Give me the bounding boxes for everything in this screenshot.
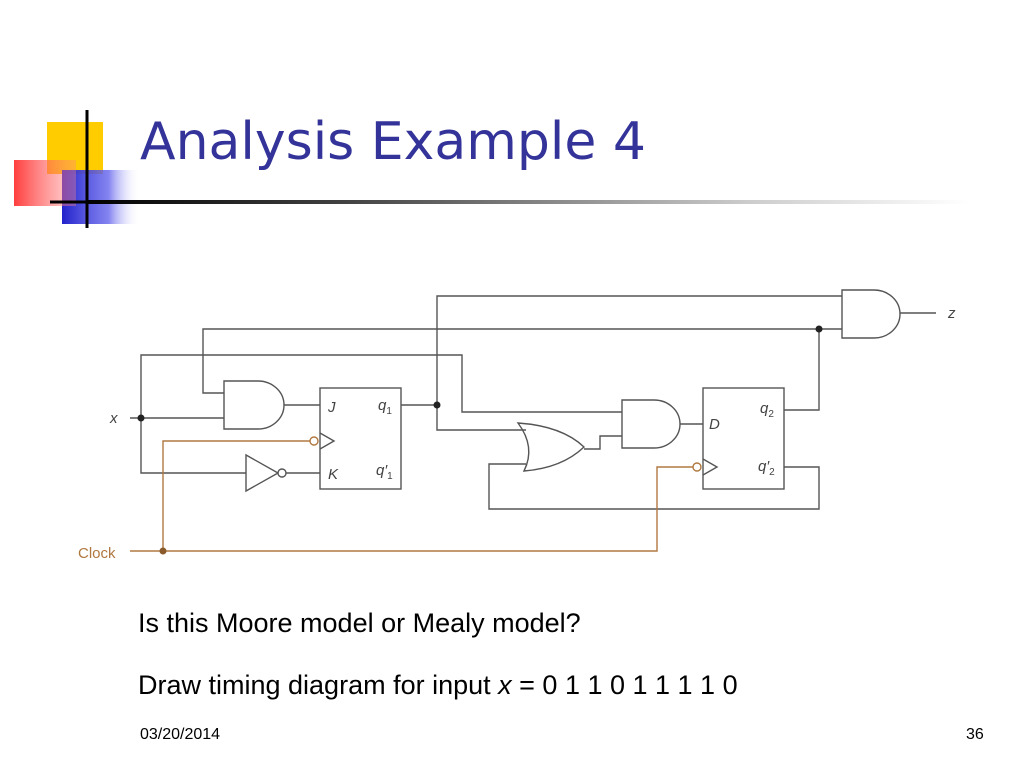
wire-q1-out [401, 404, 526, 431]
clock-triangle-ff2 [702, 458, 719, 476]
inverter-gate [245, 453, 280, 493]
wire-q1-to-and-z [436, 295, 842, 405]
slide-title: Analysis Example 4 [140, 112, 646, 172]
question-model: Is this Moore model or Mealy model? [138, 608, 581, 638]
label-j: J [327, 399, 336, 416]
label-d: D [709, 416, 720, 433]
inverter-bubble [277, 468, 287, 478]
wire-q2-feedback [784, 329, 820, 411]
clock-bubble-ff1 [309, 436, 319, 446]
wire-q2bar-feedback [488, 463, 820, 510]
wire-x-up [140, 354, 622, 418]
question-timing-var: x [498, 670, 512, 700]
and-gate-1 [223, 380, 285, 430]
junction-q2 [815, 325, 823, 333]
wire-or-to-and2 [584, 435, 622, 450]
label-k: K [328, 466, 339, 483]
clock-junction [159, 547, 167, 555]
wire-clock-ff1 [162, 440, 310, 551]
clock-bubble-ff2 [692, 462, 702, 472]
question-timing-sequence: 0 1 1 0 1 1 1 1 0 [542, 670, 738, 700]
label-q2-bar: q′2 [758, 458, 775, 478]
page-number: 36 [966, 726, 984, 743]
wire-x-down [140, 418, 246, 474]
corner-decoration [14, 110, 150, 228]
question-timing-eq: = [511, 670, 543, 700]
wire-clock-input [130, 466, 693, 552]
label-q2: q2 [760, 400, 774, 420]
label-q1: q1 [378, 397, 392, 417]
d-flip-flop [702, 387, 785, 490]
and-gate-z [841, 289, 901, 339]
and-gate-2 [621, 399, 681, 449]
footer-date: 03/20/2014 [140, 726, 221, 743]
jk-flip-flop [319, 387, 402, 490]
label-clock: Clock [78, 545, 116, 562]
junction-q1 [433, 401, 441, 409]
or-gate [516, 422, 586, 472]
red-square [14, 160, 76, 206]
title-underline [88, 200, 968, 204]
label-q1-bar: q′1 [376, 462, 393, 482]
clock-triangle-ff1 [319, 432, 336, 450]
wire-q2-to-and1 [202, 328, 819, 394]
junction-x [137, 414, 145, 422]
question-timing: Draw timing diagram for input x = 0 1 1 … [138, 670, 738, 701]
question-timing-prefix: Draw timing diagram for input [138, 670, 499, 700]
label-z: z [947, 305, 956, 322]
label-x: x [109, 410, 118, 427]
